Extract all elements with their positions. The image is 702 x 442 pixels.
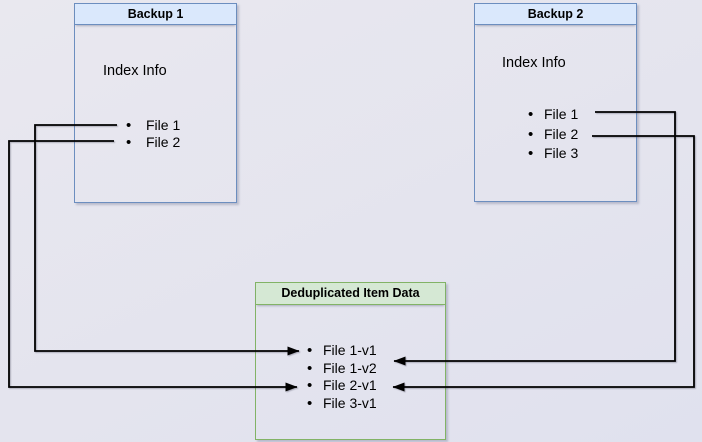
list-item: File 3 [528, 144, 578, 164]
list-item: File 1 [528, 105, 578, 125]
list-item: File 1 [126, 117, 180, 134]
backup1-title: Backup 1 [75, 4, 236, 25]
backup1-file-list: File 1 File 2 [126, 117, 180, 151]
backup1-box: Backup 1 Index Info File 1 File 2 [74, 3, 237, 203]
list-item: File 1-v1 [307, 342, 377, 360]
list-item: File 2-v1 [307, 377, 377, 395]
list-item: File 2 [126, 134, 180, 151]
dedup-title: Deduplicated Item Data [256, 283, 445, 305]
backup2-title: Backup 2 [475, 4, 636, 25]
list-item: File 1-v2 [307, 360, 377, 378]
dedup-file-list: File 1-v1 File 1-v2 File 2-v1 File 3-v1 [307, 342, 377, 413]
backup2-file-list: File 1 File 2 File 3 [528, 105, 578, 164]
backup2-box: Backup 2 Index Info File 1 File 2 File 3 [474, 3, 637, 202]
backup2-index-info-label: Index Info [502, 55, 566, 71]
backup1-index-info-label: Index Info [103, 63, 167, 79]
list-item: File 2 [528, 125, 578, 145]
deduplicated-item-data-box: Deduplicated Item Data File 1-v1 File 1-… [255, 282, 446, 440]
list-item: File 3-v1 [307, 395, 377, 413]
